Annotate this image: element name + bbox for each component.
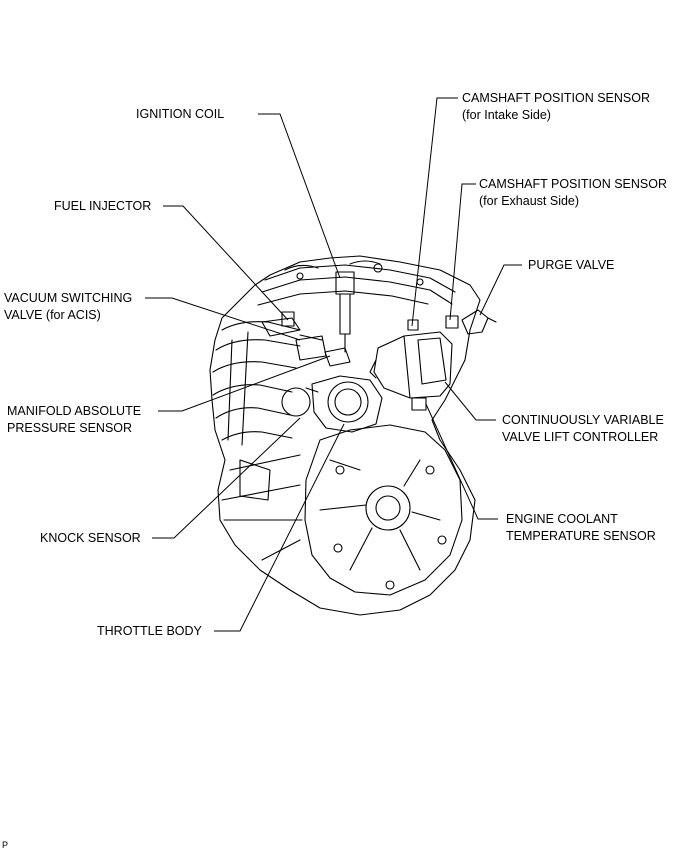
leader-camshaft-intake — [411, 97, 458, 327]
label-camshaft-intake: CAMSHAFT POSITION SENSOR (for Intake Sid… — [462, 90, 650, 124]
map-line1: MANIFOLD ABSOLUTE — [7, 404, 142, 418]
vsv-line2: VALVE (for ACIS) — [4, 308, 101, 322]
leader-cvvl — [444, 381, 496, 421]
label-fuel-injector: FUEL INJECTOR — [54, 198, 151, 215]
label-ignition-coil: IGNITION COIL — [136, 106, 224, 123]
label-purge-valve: PURGE VALVE — [528, 257, 614, 274]
camshaft-exhaust-line2: (for Exhaust Side) — [479, 194, 580, 208]
vsv-line1: VACUUM SWITCHING — [4, 291, 133, 305]
cvvl-line1: CONTINUOUSLY VARIABLE — [502, 413, 664, 427]
label-map-sensor: MANIFOLD ABSOLUTE PRESSURE SENSOR — [7, 403, 141, 437]
leader-camshaft-exhaust — [449, 183, 476, 321]
fuel-injector-text: FUEL INJECTOR — [54, 199, 152, 213]
page-mark: P — [2, 840, 9, 850]
label-vsv: VACUUM SWITCHING VALVE (for ACIS) — [4, 290, 132, 324]
engine-outline — [209, 255, 481, 616]
ect-line2: TEMPERATURE SENSOR — [506, 529, 656, 543]
label-camshaft-exhaust: CAMSHAFT POSITION SENSOR (for Exhaust Si… — [479, 176, 667, 210]
knock-sensor-text: KNOCK SENSOR — [40, 531, 141, 545]
label-knock-sensor: KNOCK SENSOR — [40, 530, 141, 547]
purge-valve-text: PURGE VALVE — [528, 258, 615, 272]
leader-purge-valve — [479, 264, 522, 316]
leader-ignition-coil — [258, 113, 341, 279]
ect-line1: ENGINE COOLANT — [506, 512, 618, 526]
cvvl-line2: VALVE LIFT CONTROLLER — [502, 430, 659, 444]
throttle-body-text: THROTTLE BODY — [97, 624, 202, 638]
label-cvvl: CONTINUOUSLY VARIABLE VALVE LIFT CONTROL… — [502, 412, 664, 446]
leader-knock — [152, 417, 301, 539]
camshaft-exhaust-line1: CAMSHAFT POSITION SENSOR — [479, 177, 667, 191]
label-ect-sensor: ENGINE COOLANT TEMPERATURE SENSOR — [506, 511, 656, 545]
leader-throttle — [214, 423, 345, 632]
leader-vsv — [145, 297, 301, 341]
camshaft-intake-line1: CAMSHAFT POSITION SENSOR — [462, 91, 650, 105]
camshaft-intake-line2: (for Intake Side) — [462, 108, 551, 122]
leader-fuel-injector — [163, 205, 289, 321]
ignition-coil-text: IGNITION COIL — [136, 107, 225, 121]
map-line2: PRESSURE SENSOR — [7, 421, 133, 435]
leader-map — [158, 355, 331, 412]
leader-ect — [425, 403, 498, 520]
label-throttle-body: THROTTLE BODY — [97, 623, 202, 640]
